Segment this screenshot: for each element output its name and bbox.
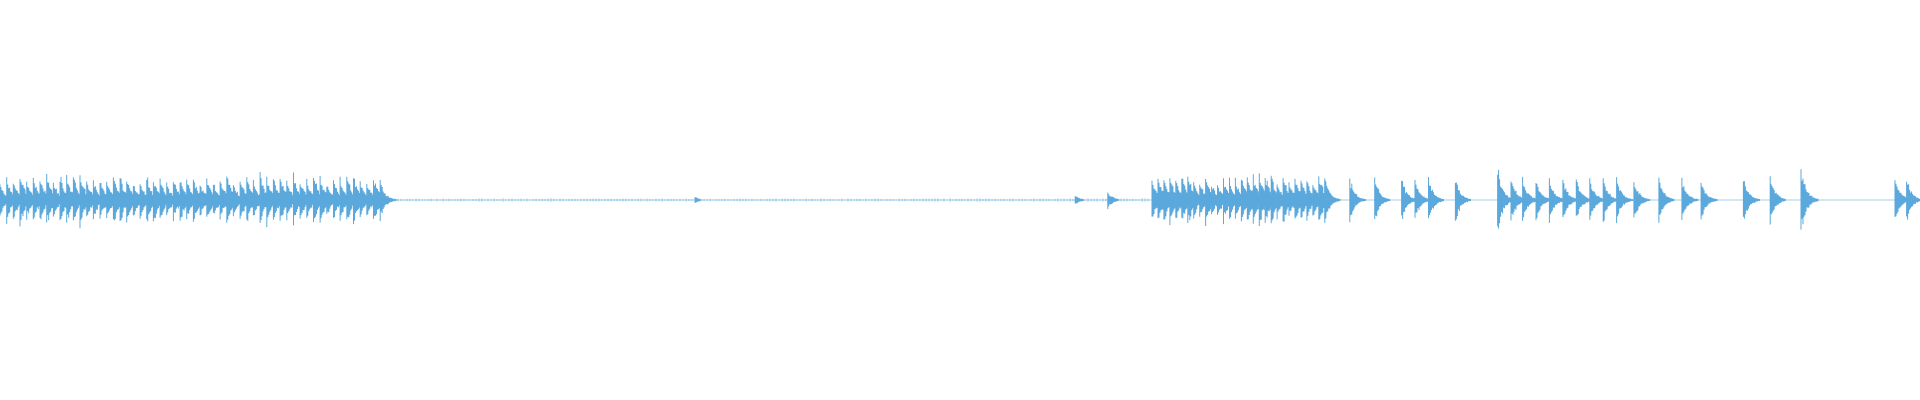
- waveform-peak: [1800, 169, 1819, 230]
- waveform-peak: [1658, 177, 1675, 223]
- waveform-peak-shape: [1769, 176, 1786, 225]
- waveform-peak: [1906, 181, 1920, 220]
- waveform-peak: [1374, 177, 1391, 220]
- waveform-peak: [1428, 177, 1444, 219]
- waveform-peak-shape: [1800, 169, 1819, 230]
- waveform-peak-shape: [1633, 182, 1651, 218]
- waveform-peak-shape: [1681, 177, 1699, 220]
- waveform-peak: [1602, 178, 1619, 222]
- waveform-peak: [1633, 182, 1651, 218]
- waveform-noise-floor: [379, 198, 1149, 202]
- waveform-peak: [1535, 183, 1552, 221]
- waveform-peak-shape: [1700, 182, 1718, 220]
- waveform-peak: [1700, 182, 1718, 220]
- waveform-peak-shape: [1562, 179, 1579, 217]
- waveform-peak-shape: [1589, 178, 1606, 220]
- waveform-peak-shape: [1906, 181, 1920, 220]
- waveform-peak-shape: [1616, 177, 1634, 224]
- waveform-peak: [1769, 176, 1786, 225]
- waveform-peak: [1414, 179, 1431, 218]
- waveform-peak: [1681, 177, 1699, 220]
- waveform-peak-shape: [1349, 178, 1367, 223]
- waveform-peak-shape: [1602, 178, 1619, 222]
- waveform-peak-shape: [1374, 177, 1391, 220]
- waveform-peak: [1589, 178, 1606, 220]
- waveform-peak-shape: [1535, 183, 1552, 221]
- waveform-peak-shape: [1414, 179, 1431, 218]
- waveform-peak-shape: [1454, 182, 1471, 221]
- waveform-peak-shape: [1428, 177, 1444, 219]
- waveform-peak-shape: [1324, 180, 1341, 223]
- waveform-peak: [1349, 178, 1367, 223]
- waveform-peak-shape: [1575, 179, 1592, 216]
- waveform-peak: [1454, 182, 1471, 221]
- waveform-peak-shape: [1658, 177, 1675, 223]
- waveform-peak: [1742, 181, 1760, 219]
- waveform-peak: [1324, 180, 1341, 223]
- waveform-peak: [1562, 179, 1579, 217]
- waveform-peak: [1575, 179, 1592, 216]
- waveform-peak: [1616, 177, 1634, 224]
- waveform-peak-shape: [1742, 181, 1760, 219]
